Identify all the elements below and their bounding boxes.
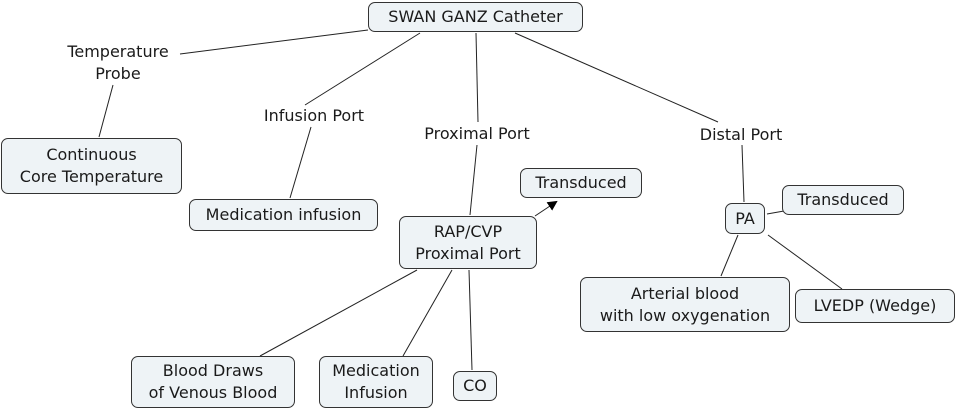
- concept-continuous-core-temperature[interactable]: Continuous Core Temperature: [1, 138, 182, 194]
- linking-phrase-infusion-port: Infusion Port: [263, 106, 365, 125]
- link-root-infusion-port: [304, 32, 421, 106]
- concept-arterial-blood[interactable]: Arterial blood with low oxygenation: [580, 277, 790, 332]
- linking-phrase-temperature-probe: Temperature Probe: [67, 42, 169, 83]
- link-pa-arterial-blood: [720, 234, 739, 277]
- concept-lvedp[interactable]: LVEDP (Wedge): [795, 289, 955, 323]
- link-rap-transduced-arrow: [534, 200, 558, 217]
- concept-medication-infusion[interactable]: Medication infusion: [189, 199, 378, 231]
- link-rap-co: [468, 269, 473, 371]
- linking-phrase-proximal-port: Proximal Port: [424, 124, 530, 143]
- link-pa-transduced: [766, 210, 785, 215]
- linking-phrase-distal-port: Distal Port: [699, 125, 783, 144]
- link-infusion-port-medication: [289, 126, 312, 199]
- link-rap-medication-infusion: [402, 269, 453, 357]
- link-root-distal-port: [514, 32, 719, 123]
- concept-pa[interactable]: PA: [725, 203, 765, 234]
- concept-transduced-proximal[interactable]: Transduced: [520, 168, 642, 198]
- link-temperature-probe-core-temp: [98, 84, 114, 138]
- concept-transduced-pa[interactable]: Transduced: [782, 185, 904, 215]
- concept-blood-draws[interactable]: Blood Draws of Venous Blood: [131, 356, 295, 408]
- link-root-temperature-probe: [179, 29, 369, 55]
- link-pa-lvedp: [767, 234, 843, 290]
- link-root-proximal-port: [475, 32, 479, 123]
- concept-rap-cvp[interactable]: RAP/CVP Proximal Port: [399, 216, 537, 269]
- link-distal-port-pa: [741, 144, 745, 203]
- link-proximal-port-rap: [469, 144, 478, 216]
- concept-medication-infusion-bottom[interactable]: Medication Infusion: [319, 356, 433, 408]
- concept-swan-ganz-catheter[interactable]: SWAN GANZ Catheter: [368, 2, 583, 32]
- link-rap-blood-draws: [259, 269, 418, 357]
- concept-co[interactable]: CO: [453, 371, 497, 401]
